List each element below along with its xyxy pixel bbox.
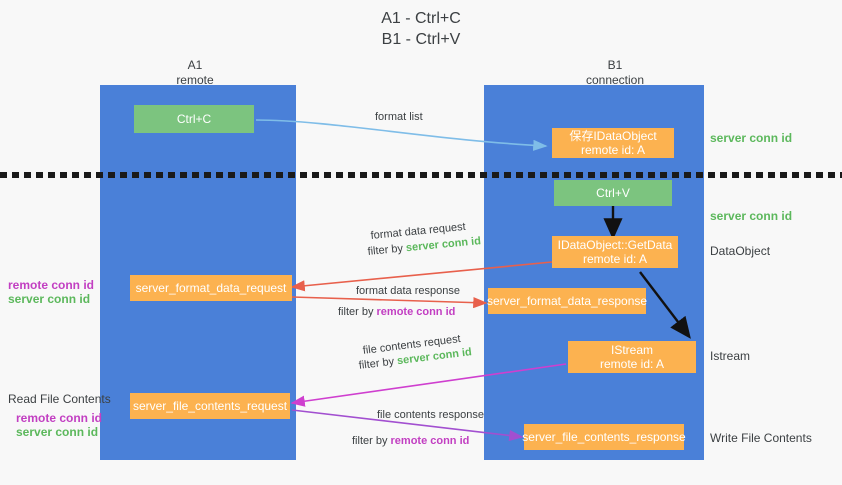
label-remote-conn-id-2: remote conn id bbox=[16, 411, 103, 425]
node-save-idataobject[interactable]: 保存IDataObject remote id: A bbox=[552, 128, 674, 158]
label-server-conn-id-2: server conn id bbox=[16, 425, 99, 439]
node-server-format-data-request-label: server_format_data_request bbox=[135, 281, 287, 295]
node-ctrl-v-label: Ctrl+V bbox=[596, 186, 630, 200]
node-ctrl-c[interactable]: Ctrl+C bbox=[134, 105, 254, 133]
phase-divider bbox=[0, 172, 842, 178]
label-server-conn-id-top: server conn id bbox=[710, 131, 793, 145]
node-ctrl-c-label: Ctrl+C bbox=[176, 112, 212, 126]
label-write-file-contents: Write File Contents bbox=[710, 431, 812, 445]
column-b1-name: B1 bbox=[607, 58, 623, 72]
column-a1-name: A1 bbox=[187, 58, 203, 72]
filter-value-4: remote conn id bbox=[390, 435, 470, 447]
page-title: A1 - Ctrl+C B1 - Ctrl+V bbox=[0, 8, 842, 50]
column-header-a1: A1 remote bbox=[130, 58, 260, 88]
label-read-file-contents: Read File Contents bbox=[8, 392, 111, 406]
node-server-format-data-response-label: server_format_data_response bbox=[486, 294, 648, 308]
filter-prefix-4: filter by bbox=[352, 435, 391, 447]
filter-value-2: remote conn id bbox=[376, 306, 456, 318]
edge-label-file-contents-response: file contents response bbox=[377, 409, 485, 421]
node-istream[interactable]: IStream remote id: A bbox=[568, 341, 696, 373]
label-istream: Istream bbox=[710, 349, 751, 363]
node-istream-label: IStream remote id: A bbox=[599, 343, 665, 371]
edge-label-format-list: format list bbox=[375, 111, 423, 123]
label-dataobject: DataObject bbox=[710, 244, 771, 258]
column-b1-role: connection bbox=[585, 73, 645, 87]
title-line-1: A1 - Ctrl+C bbox=[381, 10, 461, 27]
filter-prefix-2: filter by bbox=[338, 306, 377, 318]
title-line-2: B1 - Ctrl+V bbox=[381, 31, 461, 48]
node-server-file-contents-response-label: server_file_contents_response bbox=[522, 430, 686, 444]
column-a1-role: remote bbox=[176, 73, 214, 87]
node-idataobject-getdata-label: IDataObject::GetData remote id: A bbox=[557, 238, 673, 266]
edge-label-file-contents-response-filter: filter by remote conn id bbox=[352, 434, 469, 449]
edge-label-format-data-response-filter: filter by remote conn id bbox=[338, 305, 455, 320]
node-save-idataobject-label: 保存IDataObject remote id: A bbox=[569, 129, 657, 157]
filter-prefix-1: filter by bbox=[367, 242, 407, 258]
node-server-format-data-request[interactable]: server_format_data_request bbox=[130, 275, 292, 301]
node-idataobject-getdata[interactable]: IDataObject::GetData remote id: A bbox=[552, 236, 678, 268]
node-server-file-contents-request[interactable]: server_file_contents_request bbox=[130, 393, 290, 419]
label-remote-conn-id-1: remote conn id bbox=[8, 278, 95, 292]
filter-prefix-3: filter by bbox=[358, 355, 398, 372]
node-server-file-contents-response[interactable]: server_file_contents_response bbox=[522, 424, 686, 450]
column-header-b1: B1 connection bbox=[540, 58, 690, 88]
edge-label-format-data-response: format data response bbox=[356, 285, 460, 297]
node-server-format-data-response[interactable]: server_format_data_response bbox=[486, 288, 648, 314]
node-ctrl-v[interactable]: Ctrl+V bbox=[554, 180, 672, 206]
node-server-file-contents-request-label: server_file_contents_request bbox=[132, 399, 288, 413]
label-server-conn-id-mid: server conn id bbox=[710, 209, 793, 223]
label-server-conn-id-1: server conn id bbox=[8, 292, 91, 306]
